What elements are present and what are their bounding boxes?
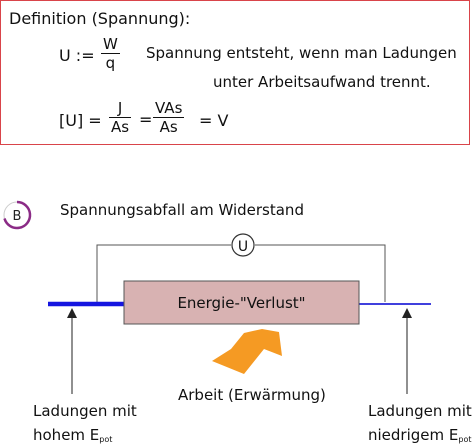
arrow-right-head xyxy=(402,308,412,318)
voltmeter-label: U xyxy=(238,239,248,255)
fraction-numerator: W xyxy=(103,35,118,53)
right-caption-line2: niedrigem Epot xyxy=(368,426,471,444)
unit-equation-rhs: = V xyxy=(199,111,229,130)
fraction-vas-over-as: VAs As xyxy=(153,99,185,136)
equals-sign: = xyxy=(139,110,153,129)
heat-flame-icon xyxy=(212,329,282,374)
fraction-w-over-q: W q xyxy=(101,35,120,72)
explanation-line-1: Spannung entsteht, wenn man Ladungen xyxy=(146,44,457,62)
fraction-j-over-as: J As xyxy=(109,99,132,136)
right-caption-line1: Ladungen mit xyxy=(368,402,472,420)
fraction-numerator: J xyxy=(117,99,123,117)
left-caption-main: hohem E xyxy=(33,426,99,444)
badge-ring xyxy=(3,200,32,230)
resistor xyxy=(123,280,360,325)
section-title: Spannungsabfall am Widerstand xyxy=(60,201,304,219)
work-label: Arbeit (Erwärmung) xyxy=(178,386,326,404)
right-caption-main: niedrigem E xyxy=(368,426,458,444)
left-caption-line1: Ladungen mit xyxy=(33,402,137,420)
explanation-line-2: unter Arbeitsaufwand trennt. xyxy=(213,73,431,91)
left-caption-line2: hohem Epot xyxy=(33,426,112,444)
badge-letter: B xyxy=(13,209,22,224)
left-caption-subscript: pot xyxy=(99,435,112,444)
unit-equation-lhs: [U] = xyxy=(59,111,102,130)
voltmeter-wire-left xyxy=(96,244,231,302)
voltmeter-wire-right xyxy=(255,244,386,302)
equation-u-lhs: U := xyxy=(59,46,95,65)
fraction-denominator: q xyxy=(101,53,120,72)
fraction-denominator: As xyxy=(153,117,185,136)
definition-box: Definition (Spannung): U := W q Spannung… xyxy=(0,0,470,145)
fraction-denominator: As xyxy=(109,117,132,136)
arrow-left-head xyxy=(67,308,77,318)
right-caption-subscript: pot xyxy=(458,435,471,444)
definition-title: Definition (Spannung): xyxy=(9,9,191,28)
resistor-label: Energie-"Verlust" xyxy=(177,294,305,312)
fraction-numerator: VAs xyxy=(155,99,183,117)
section-badge: B xyxy=(3,200,32,230)
voltmeter-symbol xyxy=(231,233,255,257)
